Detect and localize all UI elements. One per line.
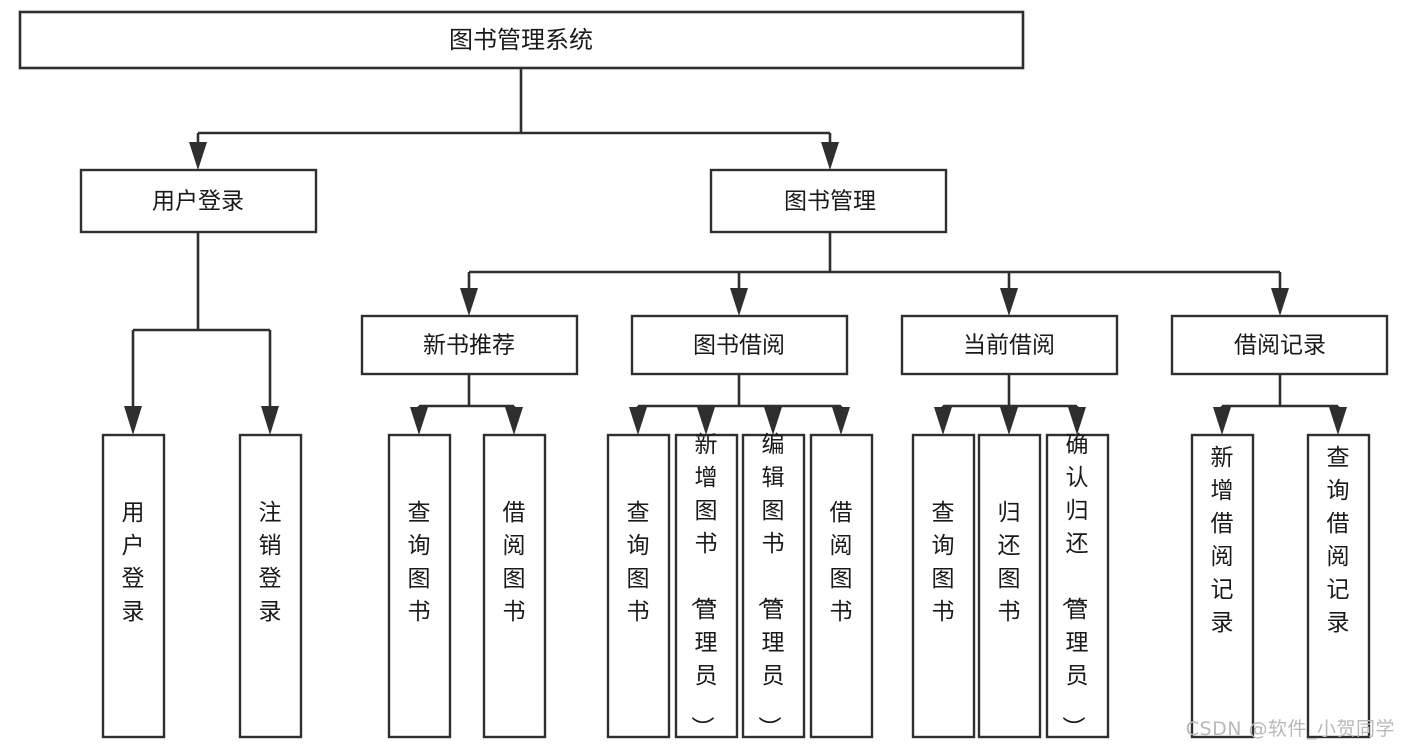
node-book-manage-box[interactable] (709, 168, 948, 234)
node-leaf-query-book-a[interactable]: 查询图书 (387, 433, 452, 739)
arrowhead-current-borrow (1000, 288, 1018, 316)
connectors-current-borrow-to-leaves (934, 374, 1086, 435)
node-leaf-user-login[interactable]: 用户登录 (101, 433, 166, 739)
node-borrow-record-box[interactable] (1170, 314, 1389, 376)
node-leaf-add-borrow-record-label: 新增借阅记录 (1211, 445, 1234, 636)
arrowhead-query-borrow-record (1329, 407, 1347, 435)
node-current-borrow[interactable]: 当前借阅 (900, 314, 1119, 376)
arrowhead-leaf-logout (261, 406, 279, 435)
arrowhead-user-login (189, 142, 207, 170)
connectors-borrow-record-to-leaves (1213, 374, 1347, 435)
node-new-book-recommend-label: 新书推荐 (423, 333, 515, 359)
node-leaf-query-book-c[interactable]: 查询图书 (911, 433, 976, 739)
node-leaf-logout-label: 注销登录 (259, 500, 282, 625)
node-book-borrow[interactable]: 图书借阅 (630, 314, 849, 376)
node-user-login[interactable]: 用户登录 (79, 168, 318, 234)
node-leaf-edit-book-label: 编辑图书（管理员） (756, 432, 785, 739)
node-leaf-edit-book-box[interactable] (741, 433, 806, 739)
node-new-book-recommend-box[interactable] (360, 314, 579, 376)
node-leaf-logout[interactable]: 注销登录 (238, 433, 303, 739)
node-leaf-query-borrow-record-box[interactable] (1306, 433, 1371, 739)
node-leaf-return-book-label: 归还图书 (998, 500, 1021, 625)
node-leaf-return-book-box[interactable] (977, 433, 1042, 739)
connectors-user-login-to-leaves (124, 232, 279, 435)
node-leaf-add-book[interactable]: 新增图书（管理员） (674, 432, 739, 739)
arrowhead-borrow-book-b (832, 407, 850, 435)
arrowhead-add-borrow-record (1213, 407, 1231, 435)
node-leaf-logout-box[interactable] (238, 433, 303, 739)
arrowhead-query-book-a (410, 407, 428, 435)
node-leaf-query-book-b[interactable]: 查询图书 (606, 433, 671, 739)
arrowhead-return-book (1000, 407, 1018, 435)
node-leaf-confirm-return[interactable]: 确认归还（管理员） (1045, 432, 1110, 739)
node-leaf-query-borrow-record-label: 查询借阅记录 (1327, 445, 1350, 636)
node-leaf-add-book-box[interactable] (674, 433, 739, 739)
node-leaf-edit-book[interactable]: 编辑图书（管理员） (741, 432, 806, 739)
node-leaf-borrow-book-a[interactable]: 借阅图书 (482, 433, 547, 739)
node-leaf-return-book[interactable]: 归还图书 (977, 433, 1042, 739)
arrowhead-add-book (697, 407, 715, 435)
node-borrow-record-label: 借阅记录 (1234, 333, 1326, 359)
node-root-system-label: 图书管理系统 (449, 26, 593, 54)
node-leaf-user-login-box[interactable] (101, 433, 166, 739)
node-book-borrow-label: 图书借阅 (693, 333, 785, 359)
arrowhead-borrow-book-a (505, 407, 523, 435)
node-leaf-borrow-book-a-label: 借阅图书 (503, 500, 526, 625)
node-current-borrow-label: 当前借阅 (963, 333, 1055, 359)
node-leaf-query-book-c-label: 查询图书 (932, 500, 955, 625)
node-user-login-box[interactable] (79, 168, 318, 234)
node-root-system-box[interactable] (18, 10, 1025, 70)
connectors-root-to-level2 (189, 68, 839, 170)
arrowhead-edit-book (764, 407, 782, 435)
arrowhead-book-borrow (730, 288, 748, 316)
node-book-manage-label: 图书管理 (784, 189, 876, 215)
arrowhead-borrow-record (1271, 288, 1289, 316)
node-leaf-query-borrow-record[interactable]: 查询借阅记录 (1306, 433, 1371, 739)
connectors-new-book-to-leaves (410, 374, 523, 435)
node-leaf-add-book-label: 新增图书（管理员） (689, 432, 718, 739)
node-leaf-borrow-book-a-box[interactable] (482, 433, 547, 739)
node-leaf-borrow-book-b[interactable]: 借阅图书 (809, 433, 874, 739)
node-leaf-confirm-return-label: 确认归还（管理员） (1060, 432, 1089, 739)
node-leaf-query-book-c-box[interactable] (911, 433, 976, 739)
node-user-login-label: 用户登录 (152, 189, 244, 215)
node-leaf-query-book-a-label: 查询图书 (408, 500, 431, 625)
arrowhead-leaf-user-login (124, 406, 142, 435)
node-current-borrow-box[interactable] (900, 314, 1119, 376)
arrowhead-query-book-c (934, 407, 952, 435)
arrowhead-query-book-b (629, 407, 647, 435)
node-book-borrow-box[interactable] (630, 314, 849, 376)
node-leaf-add-borrow-record-box[interactable] (1190, 433, 1255, 739)
connectors-book-borrow-to-leaves (629, 374, 850, 435)
node-leaf-borrow-book-b-box[interactable] (809, 433, 874, 739)
node-leaf-borrow-book-b-label: 借阅图书 (830, 500, 853, 625)
node-book-manage[interactable]: 图书管理 (709, 168, 948, 234)
node-leaf-query-book-b-label: 查询图书 (627, 500, 650, 625)
node-borrow-record[interactable]: 借阅记录 (1170, 314, 1389, 376)
arrowhead-confirm-return (1068, 407, 1086, 435)
node-root-system[interactable]: 图书管理系统 (18, 10, 1025, 70)
node-leaf-query-book-a-box[interactable] (387, 433, 452, 739)
node-new-book-recommend[interactable]: 新书推荐 (360, 314, 579, 376)
connectors-book-manage-to-level3 (460, 232, 1289, 316)
node-leaf-confirm-return-box[interactable] (1045, 433, 1110, 739)
node-leaf-query-book-b-box[interactable] (606, 433, 671, 739)
arrowhead-new-book-recommend (460, 288, 478, 316)
arrowhead-book-manage (821, 142, 839, 170)
node-leaf-add-borrow-record[interactable]: 新增借阅记录 (1190, 433, 1255, 739)
node-leaf-user-login-label: 用户登录 (122, 500, 145, 625)
